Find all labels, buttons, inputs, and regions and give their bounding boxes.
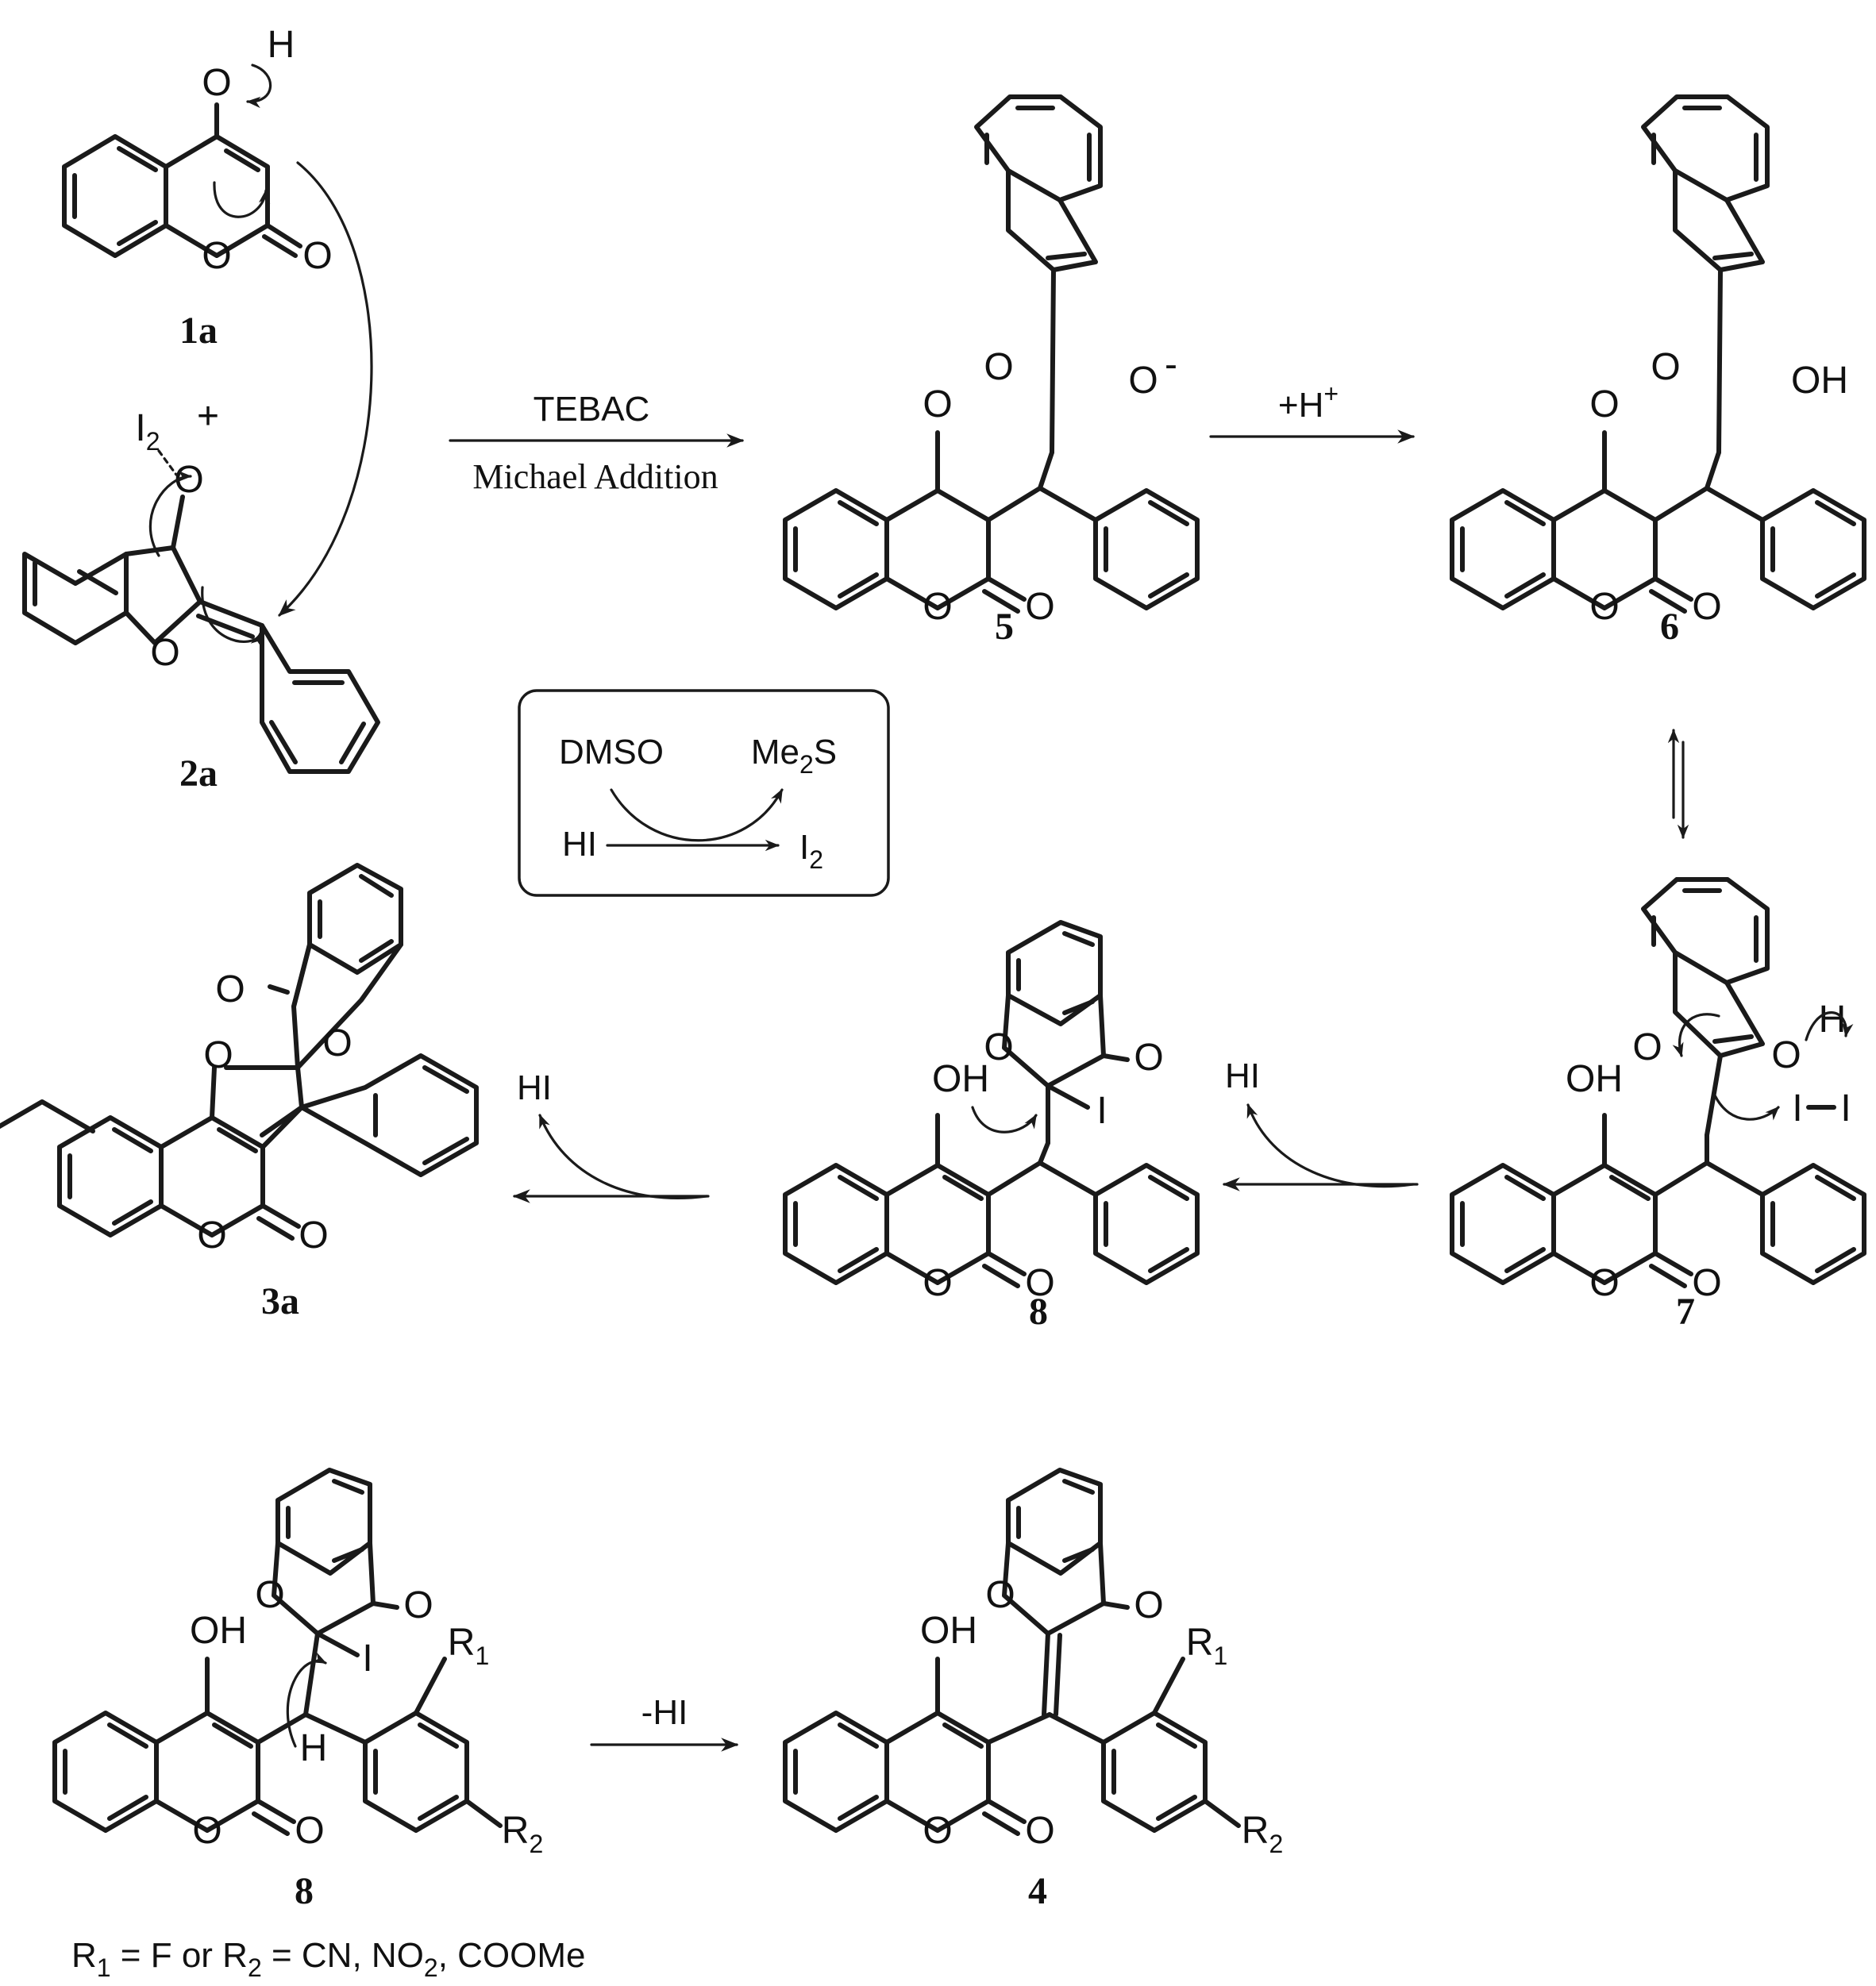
- electron-arrow-elimination-8b: [286, 1652, 327, 1748]
- box-i2: I2: [799, 828, 823, 874]
- label-7: 7: [1676, 1291, 1695, 1333]
- atom-oh-8: OH: [932, 1058, 989, 1100]
- atom-o-carbonyl-furanone-8: O: [1134, 1037, 1163, 1079]
- atom-o-ring-8: O: [923, 1262, 952, 1304]
- electron-arrow-furan-7: [1672, 1013, 1720, 1057]
- atom-oh-4: OH: [920, 1610, 977, 1652]
- box-dmso: DMSO: [559, 733, 664, 772]
- label-3a: 3a: [261, 1280, 299, 1322]
- equilibrium-arrow-6-7: [1667, 729, 1689, 839]
- electron-arrow-oh-1a: [246, 64, 272, 109]
- condition-hi-a: HI: [1225, 1057, 1260, 1095]
- atom-o-carbonyl-furanone-8b: O: [403, 1584, 433, 1626]
- atom-o-hydroxyl-7: O: [1771, 1034, 1801, 1076]
- minus-charge-5: -: [1165, 344, 1177, 386]
- atom-o-ring-5: O: [923, 586, 952, 628]
- atom-i-8b: I: [362, 1638, 372, 1680]
- iodine-regeneration-box: [518, 689, 890, 897]
- plus-sign-2a: +: [197, 395, 219, 437]
- atom-o-ring-4: O: [923, 1810, 952, 1852]
- label-5: 5: [995, 606, 1014, 648]
- condition-minus-hi: -HI: [641, 1693, 688, 1732]
- hi-release-arrow-7: [1246, 1103, 1415, 1188]
- substituent-r1-4: R1: [1186, 1622, 1227, 1670]
- compound-8-structure: [783, 920, 1200, 1288]
- compound-6-structure: [1450, 94, 1866, 614]
- electron-arrow-oh-7: [1805, 1011, 1854, 1041]
- atom-oh-6: OH: [1791, 360, 1848, 402]
- atom-o-ring-7: O: [1589, 1262, 1619, 1304]
- atom-o-ring-3a: O: [197, 1214, 226, 1257]
- compound-1a-structure: [62, 102, 302, 258]
- atom-o-ring-1a: O: [202, 235, 231, 277]
- atom-o-carbonyl-1a: O: [302, 235, 332, 277]
- hi-release-arrow-8: [538, 1114, 708, 1200]
- atom-h-7: H: [1819, 999, 1847, 1041]
- atom-o-furan-8b: O: [255, 1574, 284, 1616]
- electron-arrow-carbonyl-2a: [148, 470, 192, 557]
- label-8: 8: [1029, 1291, 1048, 1333]
- atom-o-furan-7: O: [1632, 1026, 1662, 1068]
- box-hi: HI: [562, 825, 597, 864]
- attack-arrow-1a-to-2a: [278, 161, 373, 617]
- compound-8-substituted-structure: [52, 1468, 503, 1836]
- label-1a: 1a: [179, 310, 218, 352]
- atom-o-carbonyl-4: O: [1025, 1810, 1054, 1852]
- condition-michael-addition: Michael Addition: [472, 457, 718, 496]
- atom-o-carbonyl-8: O: [1025, 1262, 1054, 1304]
- compound-4-structure: [783, 1468, 1241, 1836]
- atom-o-carbonyl-furanone-4: O: [1134, 1584, 1163, 1626]
- atom-o-lactone-3a: O: [299, 1214, 328, 1257]
- electron-arrow-iodine-7: [1713, 1094, 1780, 1121]
- compound-3a-structure: [0, 863, 479, 1241]
- atom-o-enolate-5: O: [1128, 360, 1158, 402]
- atom-o-ring-2a: O: [150, 632, 179, 674]
- atom-o-furan-6: O: [1651, 346, 1680, 388]
- atom-i-left-7: I: [1792, 1087, 1802, 1130]
- atom-oh-coumarin-7: OH: [1566, 1058, 1623, 1100]
- box-me2s: Me2S: [751, 733, 837, 779]
- box-arrow-dmso-to-me2s: [610, 788, 784, 842]
- atom-i-8: I: [1096, 1090, 1107, 1132]
- condition-hi-b: HI: [517, 1068, 552, 1107]
- electron-arrow-alkene-2a: [201, 586, 262, 648]
- atom-o-carbonyl-7: O: [1692, 1262, 1721, 1304]
- atom-o-carbonyl-8b: O: [295, 1810, 324, 1852]
- atom-o-furan-8: O: [984, 1026, 1013, 1068]
- condition-protonation: +H+: [1278, 379, 1339, 425]
- atom-h-8b: H: [300, 1727, 328, 1769]
- substituent-r2-8b: R2: [502, 1810, 543, 1858]
- atom-o-carbonyl-3a: O: [215, 968, 245, 1010]
- atom-o-ketone-6: O: [1589, 383, 1619, 425]
- iodine-reagent-2a: I2: [135, 407, 160, 456]
- label-4: 4: [1028, 1870, 1047, 1912]
- atom-o-spiro-left-3a: O: [203, 1034, 233, 1076]
- label-2a: 2a: [179, 752, 218, 795]
- atom-o-furan-4: O: [985, 1574, 1015, 1616]
- atom-oh-8b: OH: [190, 1610, 247, 1652]
- atom-i-right-7: I: [1840, 1087, 1851, 1130]
- atom-o-spiro-right-3a: O: [322, 1022, 352, 1064]
- atom-o-ring-8b: O: [192, 1810, 221, 1852]
- atom-o-carbonyl-6: O: [1692, 586, 1721, 628]
- atom-o-hydroxyl-1a: O: [202, 62, 231, 104]
- atom-o-ketone-5: O: [923, 383, 952, 425]
- label-8-substituted: 8: [295, 1870, 314, 1912]
- electron-arrow-ring-1a: [213, 181, 271, 218]
- electron-arrow-oh-8: [971, 1106, 1038, 1133]
- substituent-r2-4: R2: [1242, 1810, 1283, 1858]
- compound-2a-structure: [22, 495, 380, 774]
- atom-o-furan-5: O: [984, 346, 1013, 388]
- substituent-r1-8b: R1: [448, 1622, 489, 1670]
- compound-7-structure: [1450, 877, 1866, 1288]
- atom-o-ring-6: O: [1589, 586, 1619, 628]
- condition-tebac: TEBAC: [534, 390, 650, 429]
- compound-5-structure: [783, 94, 1200, 614]
- dashed-interaction-2a: [157, 449, 178, 476]
- atom-h-1a: H: [268, 24, 295, 66]
- substituent-footnote: R1 = F or R2 = CN, NO2, COOMe: [71, 1936, 586, 1982]
- atom-o-carbonyl-5: O: [1025, 586, 1054, 628]
- label-6: 6: [1660, 606, 1679, 648]
